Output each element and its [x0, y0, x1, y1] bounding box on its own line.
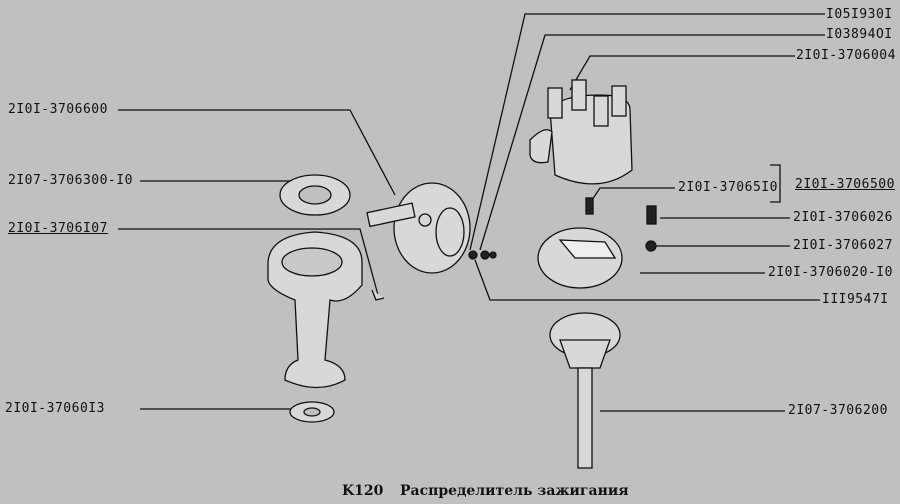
rotor	[537, 227, 623, 289]
part-label-1: I05I930I	[826, 7, 893, 22]
leader-lines	[118, 13, 825, 412]
part-label-14: 2I07-3706200	[788, 403, 888, 418]
distributor-cap	[529, 79, 633, 185]
distributor-housing	[267, 174, 385, 423]
part-label-13: 2I0I-37060I3	[5, 401, 105, 416]
part-label-7: 2I0I-37065I0	[678, 180, 778, 195]
distributor-shaft	[549, 312, 621, 469]
part-label-11: 2I0I-3706020-I0	[768, 265, 893, 280]
vacuum-regulator	[366, 182, 471, 274]
part-label-2: I03894OI	[826, 27, 893, 42]
part-label-9: 2I0I-3706026	[793, 210, 893, 225]
part-label-10: 2I0I-3706027	[793, 238, 893, 253]
part-label-4: 2I0I-3706600	[8, 102, 108, 117]
figure-code: K120	[342, 483, 384, 499]
small-parts	[468, 197, 657, 260]
figure-title: Распределитель зажигания	[400, 483, 629, 499]
part-label-12: III9547I	[822, 292, 889, 307]
part-label-3: 2I0I-3706004	[796, 48, 896, 63]
part-label-8: 2I0I-3706500	[795, 177, 895, 192]
part-label-5: 2I07-3706300-I0	[8, 173, 133, 188]
part-label-6: 2I0I-3706I07	[8, 221, 108, 236]
